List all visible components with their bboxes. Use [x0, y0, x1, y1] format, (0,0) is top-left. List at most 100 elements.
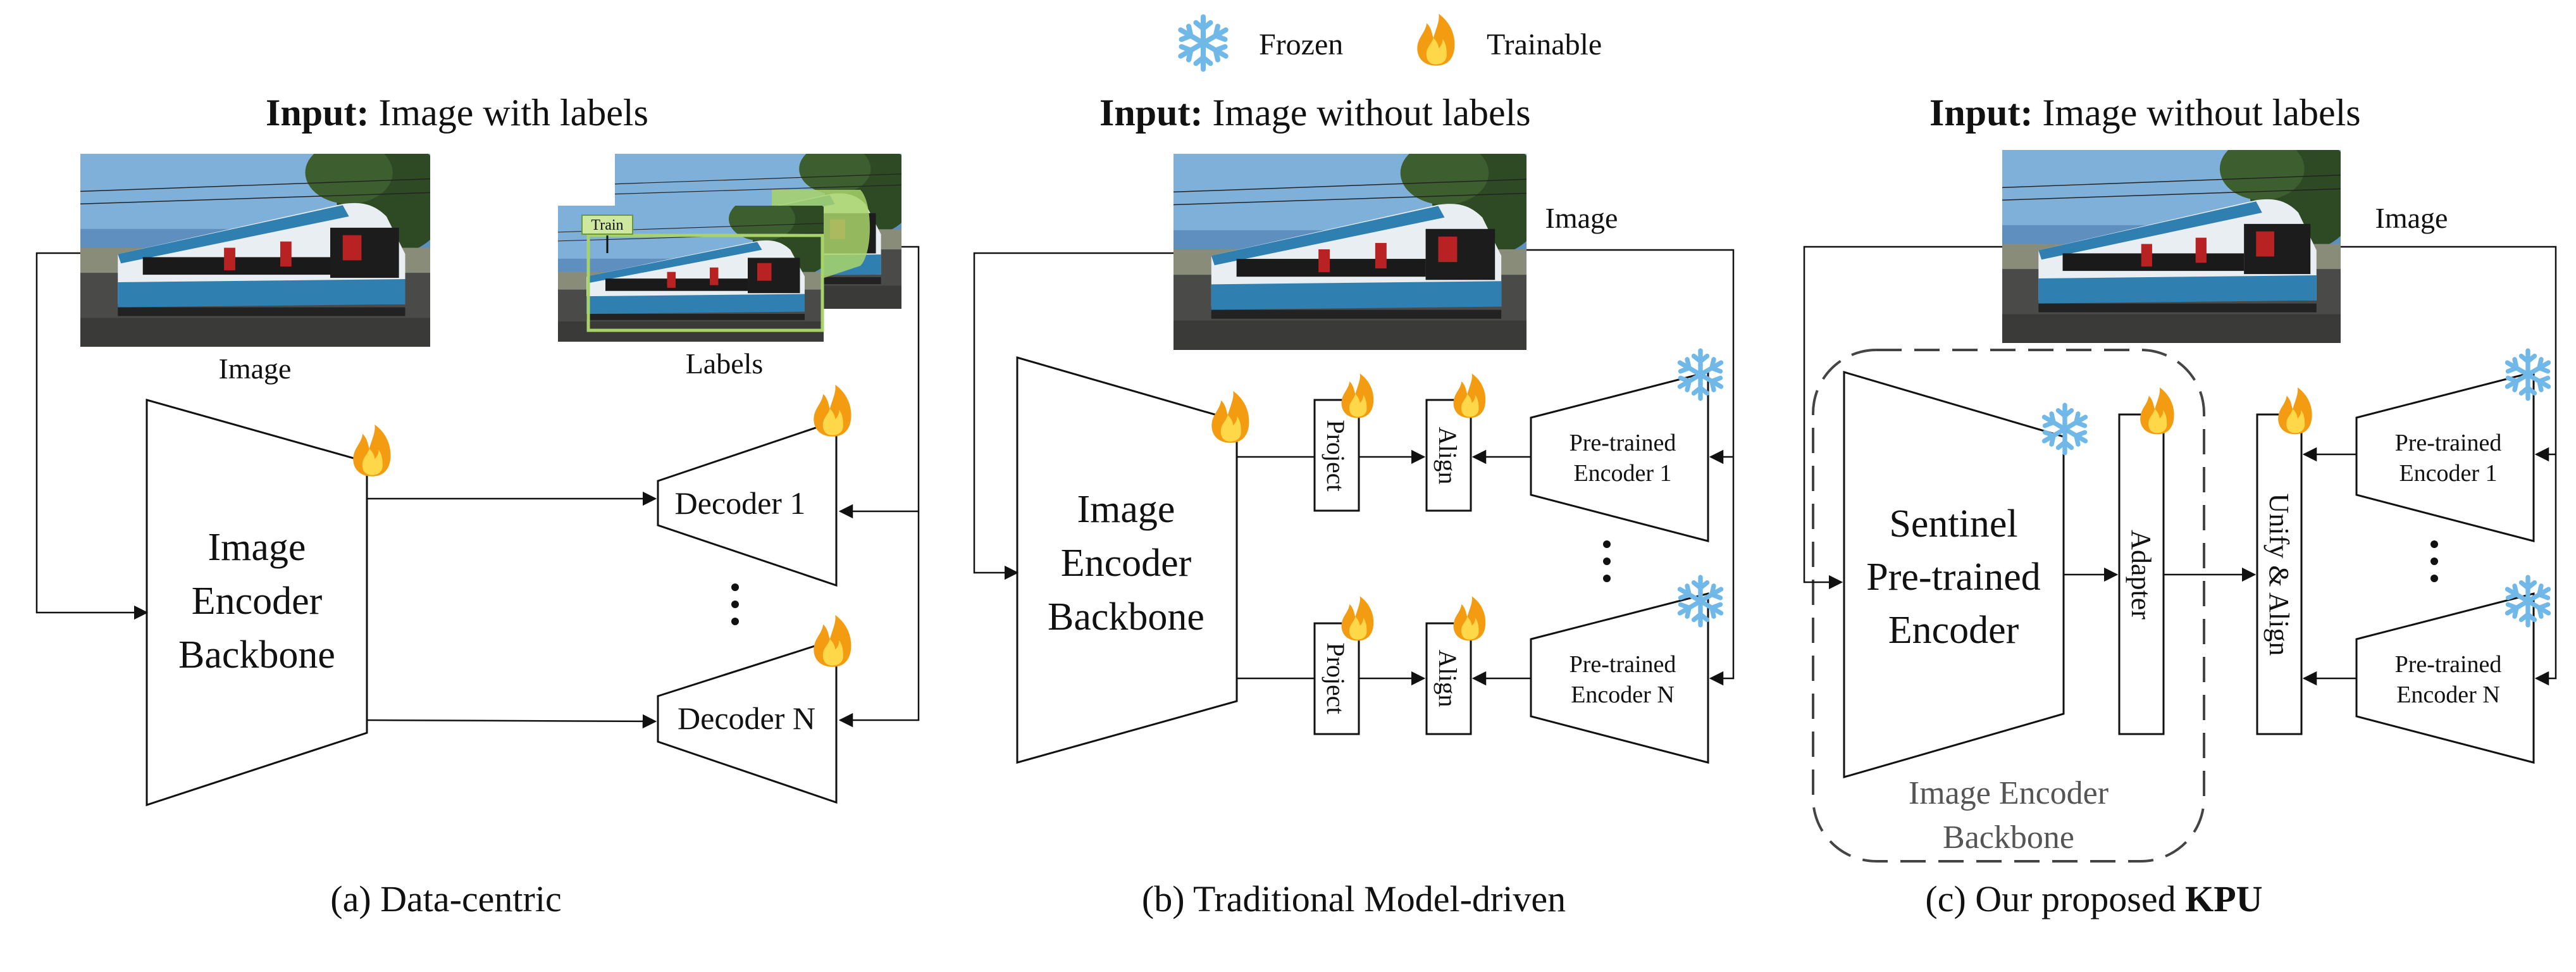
panel-b-encoder-to-projectN-line: [1235, 457, 1315, 680]
panel-a-caption: (a) Data-centric: [330, 878, 561, 919]
panel-c-sentinel-snowflake-icon: [2044, 405, 2085, 453]
panel-b-pretrained-1-line2: Encoder 1: [1573, 460, 1671, 487]
panel-a-input-image: [80, 154, 430, 347]
panel-b-image-encoder-backbone: [1016, 356, 1238, 764]
panel-c-unify-align-flame-icon: [2278, 387, 2312, 435]
panel-a-labels-stack: Train: [558, 154, 901, 342]
panel-c-backbone-line2: Backbone: [1943, 819, 2074, 856]
panel-b-image-label: Image: [1545, 202, 1618, 234]
panel-b-input-image: [1173, 154, 1526, 350]
panel-b-encoder-line1: Image: [1077, 488, 1175, 531]
panel-a-decoder-1-flame-icon: [814, 384, 851, 437]
panel-c-image-label: Image: [2375, 202, 2448, 234]
panel-a-encoder-to-decoderN-arrow: [366, 714, 657, 729]
panel-a-decoder-n-label: Decoder N: [678, 701, 815, 736]
panel-b-project-box-1: [1313, 399, 1360, 512]
panel-c-image-to-pretrainedN-arrow: [2341, 246, 2557, 686]
panel-b-input-text: Image without labels: [1212, 92, 1530, 134]
panel-c-pretrained-1-snowflake-icon: [2507, 351, 2548, 399]
panel-c-adapter-box: [2118, 413, 2165, 735]
panel-b-pretrained-n-line1: Pre-trained: [1570, 651, 1676, 678]
panel-b-pretrained-1-snowflake-icon: [1680, 351, 1721, 399]
panel-c-image-encoder-backbone-group: [1812, 349, 2205, 863]
panel-b-project-1-flame-icon: [1341, 373, 1374, 418]
panel-a-encoder-flame-icon: [353, 424, 391, 477]
panel-c-ellipsis-dot: [2430, 540, 2438, 548]
panel-a-train-tag: [581, 215, 633, 235]
panel-c-sentinel-line3: Encoder: [1888, 609, 2019, 652]
panel-b-encoder-flame-icon: [1211, 390, 1249, 443]
panel-a-decoder-1-label: Decoder 1: [675, 485, 806, 521]
panel-c-input-heading: Input: Image without labels: [1929, 92, 2361, 134]
panel-b-encoder-line2: Encoder: [1061, 542, 1192, 585]
panel-a-image-to-encoder-arrow: [35, 252, 149, 620]
panel-b-image-to-pretrainedN-arrow: [1526, 249, 1735, 686]
panel-b-caption: (b) Traditional Model-driven: [1142, 878, 1566, 919]
panel-c-input-prefix: Input:: [1929, 92, 2033, 134]
panel-b-pretrained-n-line2: Encoder N: [1571, 682, 1675, 708]
panel-a-train-tag-text: Train: [591, 217, 623, 234]
panel-a-bounding-box: [586, 234, 824, 332]
panel-c-sentinel-line2: Pre-trained: [1866, 556, 2040, 599]
panel-c-pretrained-n-line1: Pre-trained: [2395, 651, 2502, 678]
panel-b-pretrained-1-line1: Pre-trained: [1570, 430, 1676, 456]
panel-a-input-prefix: Input:: [266, 92, 369, 134]
panel-b-align-label-1: Align: [1434, 427, 1462, 484]
panel-c-input-image: [2002, 150, 2341, 343]
snowflake-icon: [1180, 17, 1225, 70]
panel-a-encoder-line1: Image: [208, 526, 306, 569]
panel-a-encoder-line3: Backbone: [178, 633, 335, 676]
panel-a-data-centric: Input: Image with labels Image Train Lab…: [35, 92, 920, 919]
legend-trainable-label: Trainable: [1487, 28, 1602, 61]
panel-c-pretrained-n-line2: Encoder N: [2396, 682, 2500, 708]
panel-a-input-text: Image with labels: [378, 92, 648, 134]
panel-b-ellipsis-dot: [1603, 540, 1611, 548]
panel-c-backbone-line1: Image Encoder: [1909, 775, 2108, 811]
panel-a-image-label: Image: [219, 352, 292, 385]
legend: Frozen Trainable: [1180, 13, 1602, 70]
panel-b-project-n-flame-icon: [1341, 596, 1374, 641]
panel-c-pretrained-1-line2: Encoder 1: [2399, 460, 2497, 487]
panel-a-image-encoder-backbone: [146, 399, 368, 807]
panel-a-decoder-n: [657, 637, 838, 804]
flame-icon: [1417, 13, 1455, 66]
panel-c-proposed-kpu: Input: Image without labels Image Image …: [1803, 92, 2557, 919]
panel-c-image-to-sentinel-arrow: [1803, 246, 2002, 590]
panel-a-ellipsis-dot: [731, 601, 739, 608]
panel-a-ellipsis-dot: [731, 618, 739, 625]
panel-b-input-prefix: Input:: [1099, 92, 1203, 134]
legend-frozen-label: Frozen: [1259, 28, 1343, 61]
panel-a-labels-to-decoderN-arrow: [838, 246, 920, 728]
panel-b-pretrained-encoder-n: [1530, 592, 1709, 764]
panel-b-input-heading: Input: Image without labels: [1099, 92, 1531, 134]
panel-c-caption-bold: KPU: [2185, 878, 2262, 919]
panel-a-decoder-1: [657, 419, 838, 587]
panel-b-align-box-1: [1425, 399, 1472, 512]
panel-b-project-box-n: [1313, 622, 1360, 735]
panel-c-pretrained-encoder-1: [2355, 371, 2535, 542]
panel-c-unify-align-label: Unify & Align: [2263, 494, 2294, 656]
panel-c-pretrained-encoder-n: [2355, 592, 2535, 764]
panel-c-sentinel-pretrained-encoder: [1843, 370, 2065, 778]
panel-b-align-box-n: [1425, 622, 1472, 735]
panel-c-adapter-flame-icon: [2140, 387, 2174, 435]
panel-c-input-text: Image without labels: [2042, 92, 2360, 134]
panel-c-sentinel-line1: Sentinel: [1889, 502, 2017, 545]
panel-b-project-label-n: Project: [1322, 642, 1350, 714]
panel-b-image-to-encoder-arrow: [973, 252, 1173, 580]
panel-a-ellipsis-dot: [731, 583, 739, 591]
panel-b-project-label-1: Project: [1322, 420, 1350, 491]
panel-a-decoder-n-flame-icon: [814, 614, 851, 667]
panel-b-align-label-n: Align: [1434, 649, 1462, 707]
panel-c-pretrained-1-line1: Pre-trained: [2395, 430, 2502, 456]
panel-b-align-n-flame-icon: [1453, 596, 1486, 641]
panel-c-caption-prefix: (c) Our proposed: [1925, 878, 2176, 919]
panel-b-align-1-flame-icon: [1453, 373, 1486, 418]
panel-c-adapter-label: Adapter: [2126, 530, 2157, 620]
panel-c-ellipsis-dot: [2430, 558, 2438, 565]
panel-b-ellipsis-dot: [1603, 558, 1611, 565]
panel-b-encoder-line3: Backbone: [1048, 595, 1204, 639]
panel-a-encoder-line2: Encoder: [192, 580, 323, 623]
panel-b-ellipsis-dot: [1603, 575, 1611, 582]
